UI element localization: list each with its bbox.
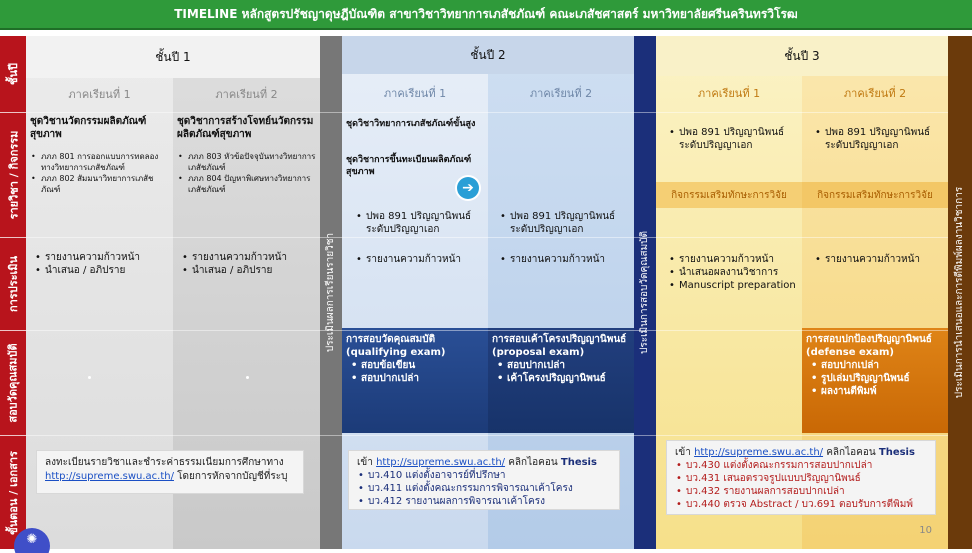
card-text: โดยการหักจากบัญชีที่ระบุ [177, 471, 288, 482]
year3-sem1-activity: กิจกรรมเสริมทักษะการวิจัย [656, 182, 802, 208]
year1-sem1-assessment: รายงานความก้าวหน้า นำเสนอ / อภิปราย [34, 251, 170, 277]
year2-sem1-assessment: รายงานความก้าวหน้า [355, 253, 487, 266]
year2-sem1-course-block: ชุดวิชาวิทยาการเภสัชภัณฑ์ขั้นสูง ชุดวิชา… [346, 118, 486, 178]
empty-cell-marker [88, 376, 91, 379]
form-item: บว.410 แต่งตั้งอาจารย์ที่ปรึกษา [357, 469, 611, 482]
year1-header: ชั้นปี 1 [26, 36, 320, 78]
year1-sem2-assessment: รายงานความก้าวหน้า นำเสนอ / อภิปราย [181, 251, 317, 277]
form-item: บว.440 ตรวจ Abstract / บว.691 ตอบรับการต… [675, 498, 927, 511]
defense-exam-box: การสอบปกป้องปริญญานิพนธ์ (defense exam) … [802, 328, 948, 433]
year2-sem2-thesis: ปพอ 891 ปริญญานิพนธ์ระดับปริญญาเอก [499, 210, 631, 236]
exam-item: เค้าโครงปริญญานิพนธ์ [496, 372, 630, 385]
registration-card: ลงทะเบียนรายวิชาและชำระค่าธรรมเนียมการศึ… [36, 450, 304, 494]
year3-header: ชั้นปี 3 [656, 36, 948, 76]
exam-title: การสอบวัดคุณสมบัติ (qualifying exam) [346, 334, 446, 358]
course-title: ชุดวิชาการสร้างโจทย์นวัตกรรมผลิตภัณฑ์สุข… [177, 116, 314, 140]
card-text: คลิกไอคอน [826, 447, 876, 458]
exam-item: รูปเล่มปริญญานิพนธ์ [810, 372, 944, 385]
exam-item: สอบข้อเขียน [350, 359, 484, 372]
supreme-link[interactable]: http://supreme.swu.ac.th/ [45, 471, 174, 482]
exam-item: ผลงานตีพิมพ์ [810, 385, 944, 398]
year3-sem1-thesis: ปพอ 891 ปริญญานิพนธ์ระดับปริญญาเอก [668, 126, 800, 152]
year1-sem1-course-block: ชุดวิชานวัตกรรมผลิตภัณฑ์สุขภาพ ภภภ 801 ก… [30, 115, 170, 195]
exam-item: สอบปากเปล่า [496, 359, 630, 372]
year2-thesis-card: เข้า http://supreme.swu.ac.th/ คลิกไอคอน… [348, 450, 620, 510]
thesis-item: ปพอ 891 ปริญญานิพนธ์ระดับปริญญาเอก [355, 210, 487, 236]
assessment-item: รายงานความก้าวหน้า [814, 253, 946, 266]
thesis-icon-label: Thesis [878, 447, 915, 458]
course-item: ภภภ 801 การออกแบบการทดลองทางวิทยาการเภสั… [30, 151, 170, 173]
supreme-link[interactable]: http://supreme.swu.ac.th/ [376, 457, 506, 468]
thesis-icon-label: Thesis [560, 457, 597, 468]
supreme-link[interactable]: http://supreme.swu.ac.th/ [694, 447, 824, 458]
exam-title: การสอบเค้าโครงปริญญานิพนธ์ (proposal exa… [492, 334, 627, 358]
year3-sem1-header: ภาคเรียนที่ 1 [697, 87, 761, 100]
year1-sem1-header: ภาคเรียนที่ 1 [68, 88, 131, 101]
row-label-assessment: การประเมิน [7, 255, 21, 313]
page-title: TIMELINE หลักสูตรปรัชญาดุษฎีบัณฑิต สาขาว… [0, 0, 972, 30]
course-item: ภภภ 803 หัวข้อปัจจุบันทางวิทยาการเภสัชภั… [177, 151, 317, 173]
row-label-column: ชั้นปี รายวิชา / กิจกรรม การประเมิน สอบว… [0, 36, 26, 549]
year2-assessment-bar: ประเมินการสอบวัดคุณสมบัติ [634, 36, 656, 549]
row-label-courses: รายวิชา / กิจกรรม [7, 130, 21, 220]
assessment-item: นำเสนอ / อภิปราย [34, 264, 170, 277]
assessment-item: รายงานความก้าวหน้า [181, 251, 317, 264]
course-title: ชุดวิชาวิทยาการเภสัชภัณฑ์ขั้นสูง [346, 119, 476, 129]
form-item: บว.432 รายงานผลการสอบปากเปล่า [675, 485, 927, 498]
form-item: บว.430 แต่งตั้งคณะกรรมการสอบปากเปล่า [675, 459, 927, 472]
course-item: ภภภ 802 สัมมนาวิทยาการเภสัชภัณฑ์ [30, 173, 170, 195]
course-title: ชุดวิชานวัตกรรมผลิตภัณฑ์สุขภาพ [30, 116, 147, 140]
row-label-exam: สอบวัดคุณสมบัติ [7, 343, 20, 423]
assessment-item: นำเสนอ / อภิปราย [181, 264, 317, 277]
year1-sem2-course-block: ชุดวิชาการสร้างโจทย์นวัตกรรมผลิตภัณฑ์สุข… [177, 115, 317, 195]
year3-sem1-assessment: รายงานความก้าวหน้า นำเสนอผลงานวิชาการ Ma… [668, 253, 800, 292]
assessment-item: นำเสนอผลงานวิชาการ [668, 266, 800, 279]
year1-sem2-header: ภาคเรียนที่ 2 [215, 88, 278, 101]
assessment-item: รายงานความก้าวหน้า [355, 253, 487, 266]
year2-sem1-thesis: ปพอ 891 ปริญญานิพนธ์ระดับปริญญาเอก [355, 210, 487, 236]
thesis-item: ปพอ 891 ปริญญานิพนธ์ระดับปริญญาเอก [814, 126, 946, 152]
assessment-item: รายงานความก้าวหน้า [34, 251, 170, 264]
year3-sem2-header: ภาคเรียนที่ 2 [843, 87, 907, 100]
thesis-item: ปพอ 891 ปริญญานิพนธ์ระดับปริญญาเอก [499, 210, 631, 236]
proposal-exam-box: การสอบเค้าโครงปริญญานิพนธ์ (proposal exa… [488, 328, 634, 433]
exam-item: สอบปากเปล่า [810, 359, 944, 372]
exam-item: สอบปากเปล่า [350, 372, 484, 385]
year3-assessment-bar: ประเมินการนำเสนอและการตีพิมพ์ผลงานวิชากา… [948, 36, 972, 549]
form-item: บว.431 เสนอตรวจรูปแบบปริญญานิพนธ์ [675, 472, 927, 485]
assessment-item: รายงานความก้าวหน้า [499, 253, 631, 266]
year2-sem2-header: ภาคเรียนที่ 2 [529, 87, 593, 100]
row-label-year: ชั้นปี [7, 63, 20, 85]
year3-sem2-assessment: รายงานความก้าวหน้า [814, 253, 946, 266]
course-title: ชุดวิชาการขึ้นทะเบียนผลิตภัณฑ์สุขภาพ [346, 155, 472, 177]
empty-cell-marker [246, 376, 249, 379]
year2-sem2-assessment: รายงานความก้าวหน้า [499, 253, 631, 266]
form-item: บว.411 แต่งตั้งคณะกรรมการพิจารณาเค้าโครง [357, 482, 611, 495]
arrow-right-icon[interactable]: ➔ [457, 177, 479, 199]
exam-title: การสอบปกป้องปริญญานิพนธ์ (defense exam) [806, 334, 932, 358]
year2-header: ชั้นปี 2 [342, 36, 634, 74]
year1-assessment-bar: ประเมินผลการเรียนรายวิชา [320, 36, 342, 549]
assessment-item: รายงานความก้าวหน้า [668, 253, 800, 266]
thesis-item: ปพอ 891 ปริญญานิพนธ์ระดับปริญญาเอก [668, 126, 800, 152]
assessment-item: Manuscript preparation [668, 279, 800, 292]
card-text: เข้า [357, 457, 373, 468]
card-text: คลิกไอคอน [508, 457, 558, 468]
page-number: 10 [919, 525, 932, 536]
year3-sem2-activity: กิจกรรมเสริมทักษะการวิจัย [802, 182, 948, 208]
card-text: เข้า [675, 447, 691, 458]
year3-thesis-card: เข้า http://supreme.swu.ac.th/ คลิกไอคอน… [666, 440, 936, 515]
year3-sem2-thesis: ปพอ 891 ปริญญานิพนธ์ระดับปริญญาเอก [814, 126, 946, 152]
course-item: ภภภ 804 ปัญหาพิเศษทางวิทยาการเภสัชภัณฑ์ [177, 173, 317, 195]
year2-sem1-header: ภาคเรียนที่ 1 [383, 87, 447, 100]
gear-logo-icon[interactable]: ✺ [14, 528, 50, 553]
qualifying-exam-box: การสอบวัดคุณสมบัติ (qualifying exam) สอบ… [342, 328, 488, 433]
form-item: บว.412 รายงานผลการพิจารณาเค้าโครง [357, 495, 611, 508]
card-text: ลงทะเบียนรายวิชาและชำระค่าธรรมเนียมการศึ… [45, 457, 284, 468]
